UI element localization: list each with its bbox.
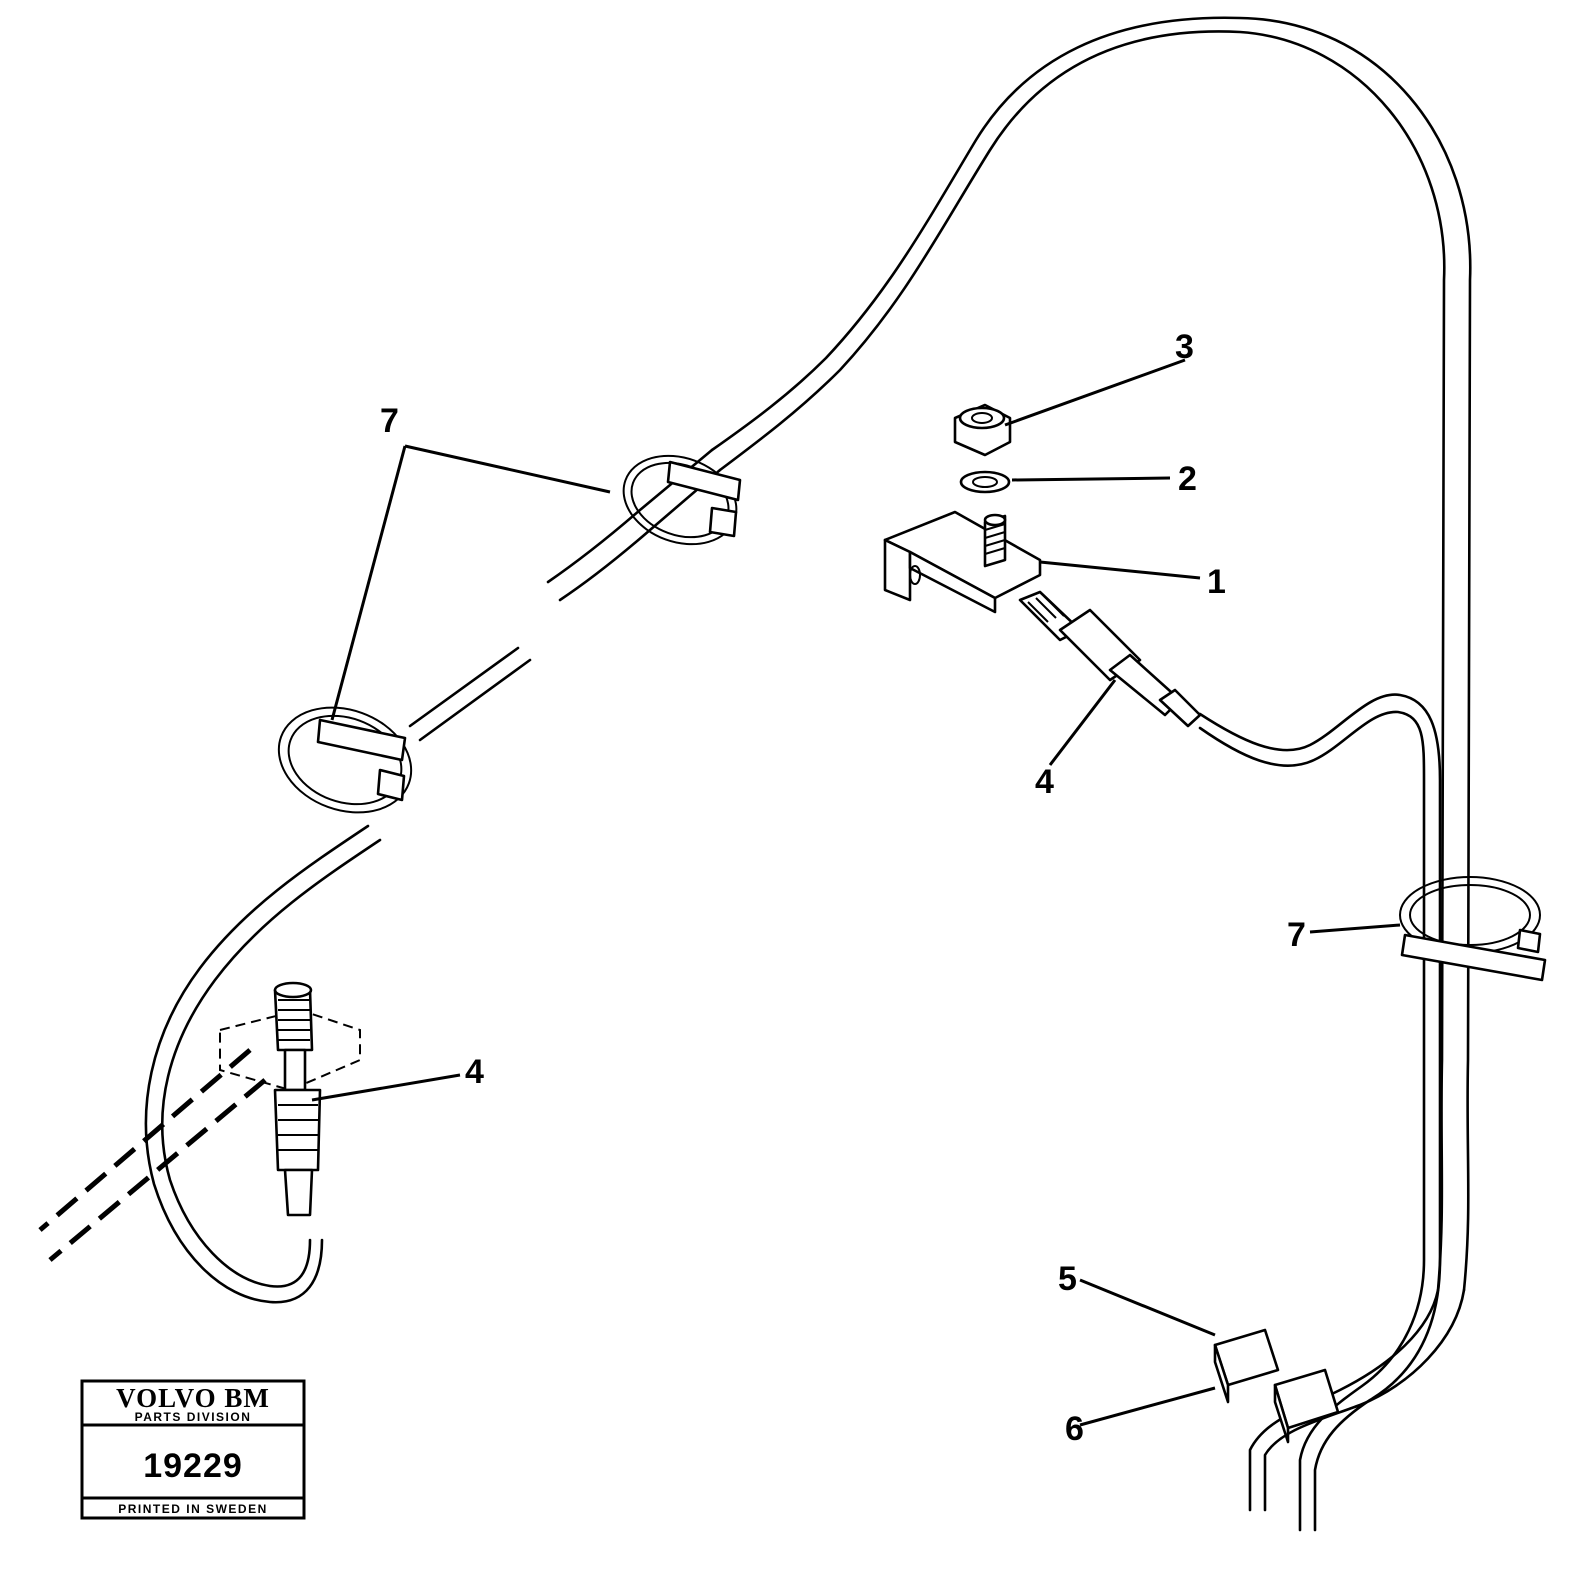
stamp-division: PARTS DIVISION bbox=[135, 1410, 252, 1424]
leader-lines bbox=[311, 358, 1401, 1427]
speed-sensor-upper bbox=[1018, 590, 1202, 728]
callout-6: 6 bbox=[1065, 1410, 1084, 1448]
callout-1: 1 bbox=[1207, 563, 1226, 601]
main-cable-loop bbox=[710, 16, 1472, 1512]
clamp-middle bbox=[277, 706, 413, 814]
callout-3: 3 bbox=[1175, 328, 1194, 366]
parts-stamp: VOLVO BM PARTS DIVISION 19229 PRINTED IN… bbox=[80, 1379, 306, 1520]
callout-4-lower: 4 bbox=[465, 1053, 484, 1091]
stamp-printed: PRINTED IN SWEDEN bbox=[118, 1502, 268, 1516]
clamp-upper bbox=[622, 454, 742, 546]
stamp-brand: VOLVO BM bbox=[116, 1383, 270, 1413]
stamp-number: 19229 bbox=[143, 1447, 243, 1485]
callout-7-upper: 7 bbox=[380, 402, 399, 440]
diagonal-cable bbox=[144, 448, 722, 1304]
callout-7-right: 7 bbox=[1287, 916, 1306, 954]
clamp-right bbox=[1399, 876, 1547, 982]
sensor-cable bbox=[1198, 693, 1442, 1532]
bracket bbox=[883, 510, 1042, 614]
callout-5: 5 bbox=[1058, 1260, 1077, 1298]
callout-2: 2 bbox=[1178, 460, 1197, 498]
callout-4-upper: 4 bbox=[1035, 763, 1054, 801]
connector-6 bbox=[1273, 1368, 1340, 1444]
lock-nut bbox=[953, 403, 1012, 457]
speed-sensor-lower bbox=[273, 981, 322, 1217]
washer bbox=[959, 470, 1011, 494]
connector-5 bbox=[1213, 1328, 1280, 1404]
